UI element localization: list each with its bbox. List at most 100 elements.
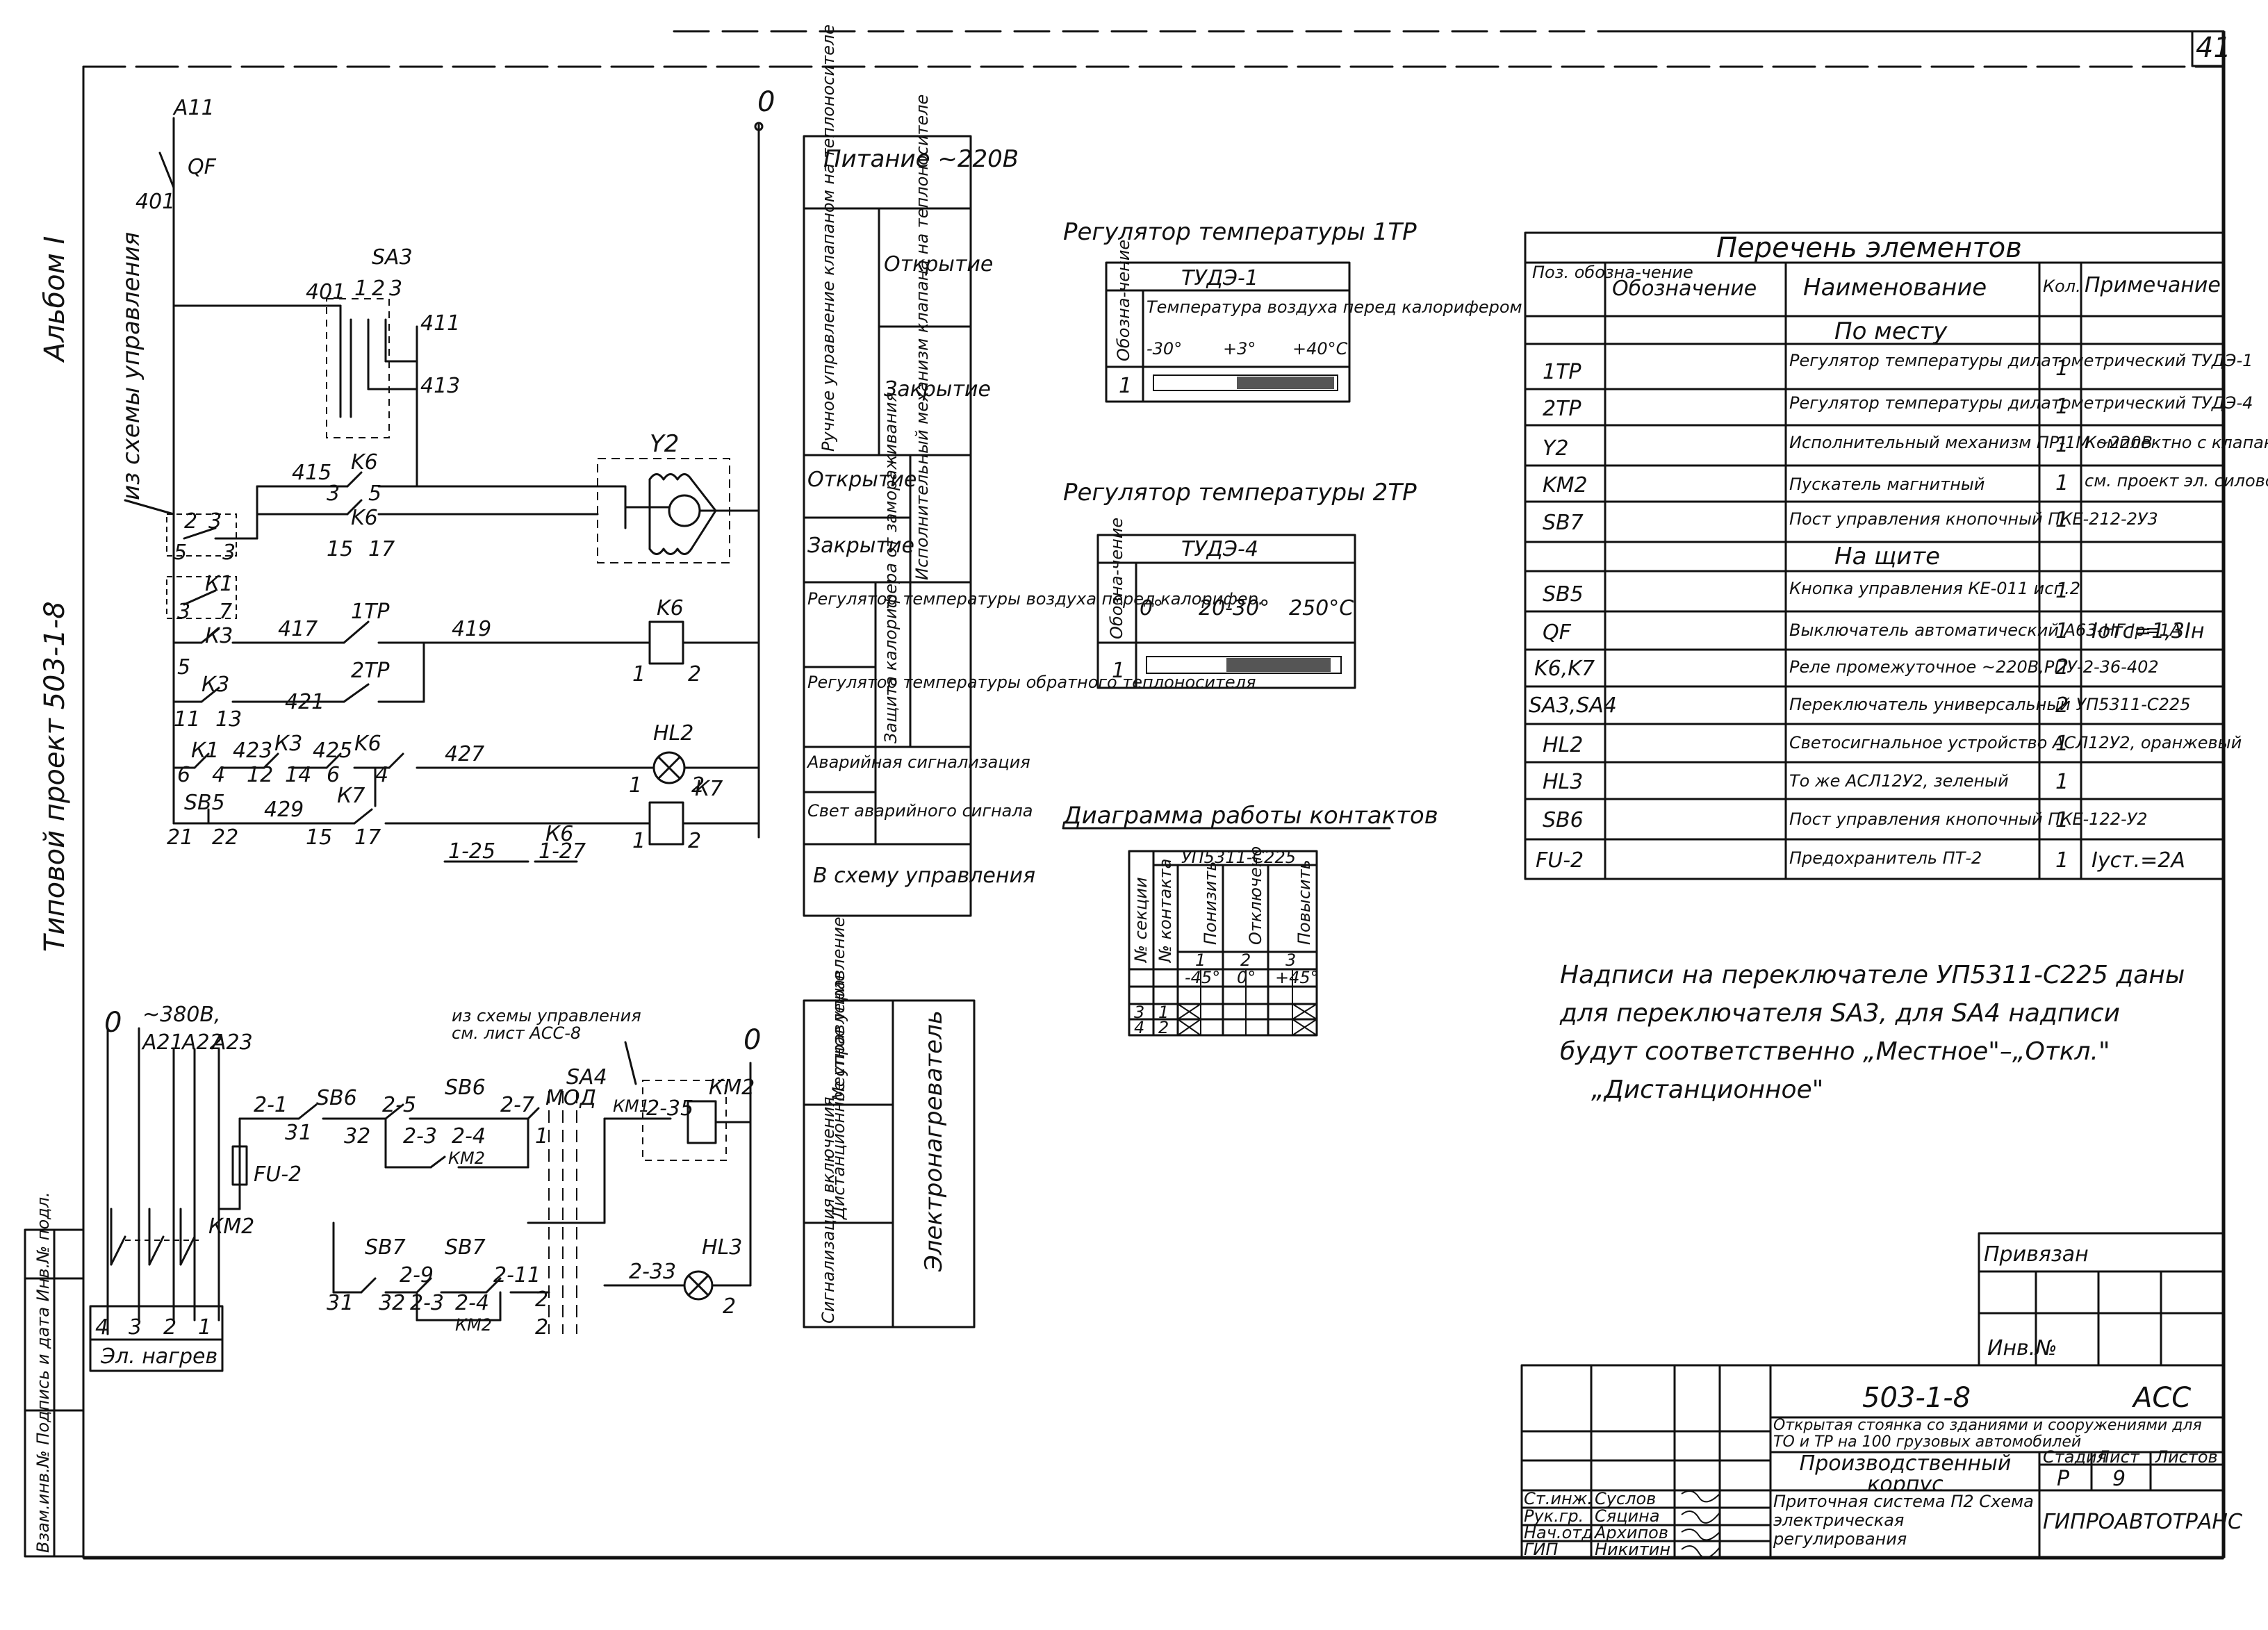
row-qty: 1 [2055,579,2069,603]
switch-mode: МОД [545,1086,596,1110]
section-on-panel: На щите [1834,543,1940,570]
project-code: 503-1-8 [1862,1382,1971,1414]
regulator1-purpose: Регулятор температуры воздуха перед кало… [807,589,1263,609]
contact-label: 6 [177,763,190,787]
row-qty: 1 [2055,433,2069,457]
contact-label: 15 [306,825,332,850]
scale-mid: 20-30° [1199,596,1269,620]
wire-label: 2-7 [500,1093,534,1117]
terminal: 3 [129,1315,142,1340]
section-col: № секции [1131,877,1151,964]
bottom-circuit-wires [89,1027,752,1372]
switch-label: SA4 [566,1065,607,1089]
wire-label: 411 [420,311,460,336]
signature [1681,1510,1720,1524]
row-qty: 2 [2055,655,2069,680]
regulator2-box [1096,534,1356,689]
lamp-terminal: 2 [691,773,705,798]
angle-3: +45° [1275,968,1319,987]
regulator-contact-label: 2TP [351,659,390,683]
contact-label: 3 [285,1121,298,1145]
regulator1-title: Регулятор температуры 1ТР [1063,218,1417,246]
position-1: 1 [1195,950,1206,970]
fuse-label: FU-2 [254,1162,302,1187]
col-name: Наименование [1803,274,1987,302]
wire-label: 2-4 [452,1124,486,1149]
local-control-label: Местное управление [829,916,848,1101]
terminal: 2 [163,1315,176,1340]
off-col: Отключено [1246,846,1265,945]
row-note: Комплектно с клапаном [2085,433,2268,452]
wire-label: 2-35 [646,1096,693,1121]
row-pos: SA3,SA4 [1529,693,1617,718]
designation-col: Обозна-чение [1107,518,1126,639]
row-pos: FU-2 [1536,848,1584,873]
row-name: Реле промежуточное ~220В,РПУ-2-36-402 [1789,657,2159,677]
contact-col: № контакта [1156,859,1175,964]
row-name: Светосигнальное устройство АСЛ12У2, оран… [1789,733,2242,752]
signature [1681,1490,1720,1503]
close-label-2: Закрытие [807,534,914,558]
scale-min: -30° [1147,339,1182,359]
contact-label: 11 [174,707,200,732]
row-qty: 2 [2055,693,2069,718]
breaker-label: QF [188,155,217,179]
wire-label: 2-4 [455,1291,489,1315]
row-qty: 1 [2055,356,2069,381]
binding-box [1978,1232,2225,1367]
contact-label: 17 [354,825,381,850]
wire-label: 2-3 [403,1124,437,1149]
regulator2-title: Регулятор температуры 2ТР [1063,479,1417,507]
button-label: SB6 [445,1076,486,1100]
lamp-label: HL2 [653,721,693,746]
heater-label: Эл. нагрев [100,1344,217,1369]
scale-mid: +3° [1223,339,1256,359]
row-qty: 1 [2055,395,2069,419]
signature [1681,1529,1720,1541]
angle-2: 0° [1237,968,1256,987]
row-name: Регулятор температуры дилатометрический … [1789,351,2253,370]
row-qty: 1 [2055,471,2069,495]
row-note: Iуст.=2А [2092,848,2185,873]
wire-label: 2-33 [629,1260,676,1284]
button-label: SB6 [316,1086,357,1110]
contact-label: 3 [327,481,340,506]
contact-label: 17 [368,537,395,561]
top-circuit-wires [124,117,764,863]
coil-terminal: 1 [632,829,646,853]
sheets-label: Листов [2155,1447,2218,1467]
contact-label: 14 [285,763,311,787]
organization: ГИПРОАВТОТРАНС [2043,1510,2242,1534]
staff-role: ГИП [1524,1540,1558,1559]
relay-contact-label: К7 [337,784,365,808]
title-block [1520,1364,2225,1559]
contactor-label: КМ2 [455,1315,492,1335]
contact-label: 4 [375,763,388,787]
contact-2: 2 [1158,1018,1169,1037]
row-pos: HL3 [1543,770,1583,794]
switch-label: SA3 [372,245,413,270]
coil-terminal: 1 [632,662,646,686]
section-on-site: По месту [1834,318,1948,345]
relay-coil-label: K6 [657,596,684,620]
relay-contact-label: К1 [205,572,233,596]
row-name: Пост управления кнопочный ПКЕ-212-2У3 [1789,509,2158,529]
manual-control-label: Ручное управление клапаном на теплоносит… [819,24,838,452]
range-fill [1237,377,1334,389]
regulator1-box [1105,261,1351,403]
wire-label: 419 [452,617,491,641]
contact-label: 3 [222,541,236,565]
row-pos: KM2 [1543,473,1588,497]
col-note: Примечание [2085,273,2221,297]
row-pos: QF [1543,620,1572,645]
close-label: Закрытие [884,377,991,402]
contact-label: 5 [368,481,381,506]
wire-label: 421 [285,690,324,714]
row-qty: 1 [2055,508,2069,532]
relay-contact-label: К3 [274,732,302,756]
row-name: Предохранитель ПТ-2 [1789,848,1982,868]
note-line-2: для переключателя SA3, для SA4 надписи [1559,999,2120,1028]
alarm-light-label: Свет аварийного сигнала [807,801,1033,821]
lamp-label: HL3 [702,1235,742,1260]
